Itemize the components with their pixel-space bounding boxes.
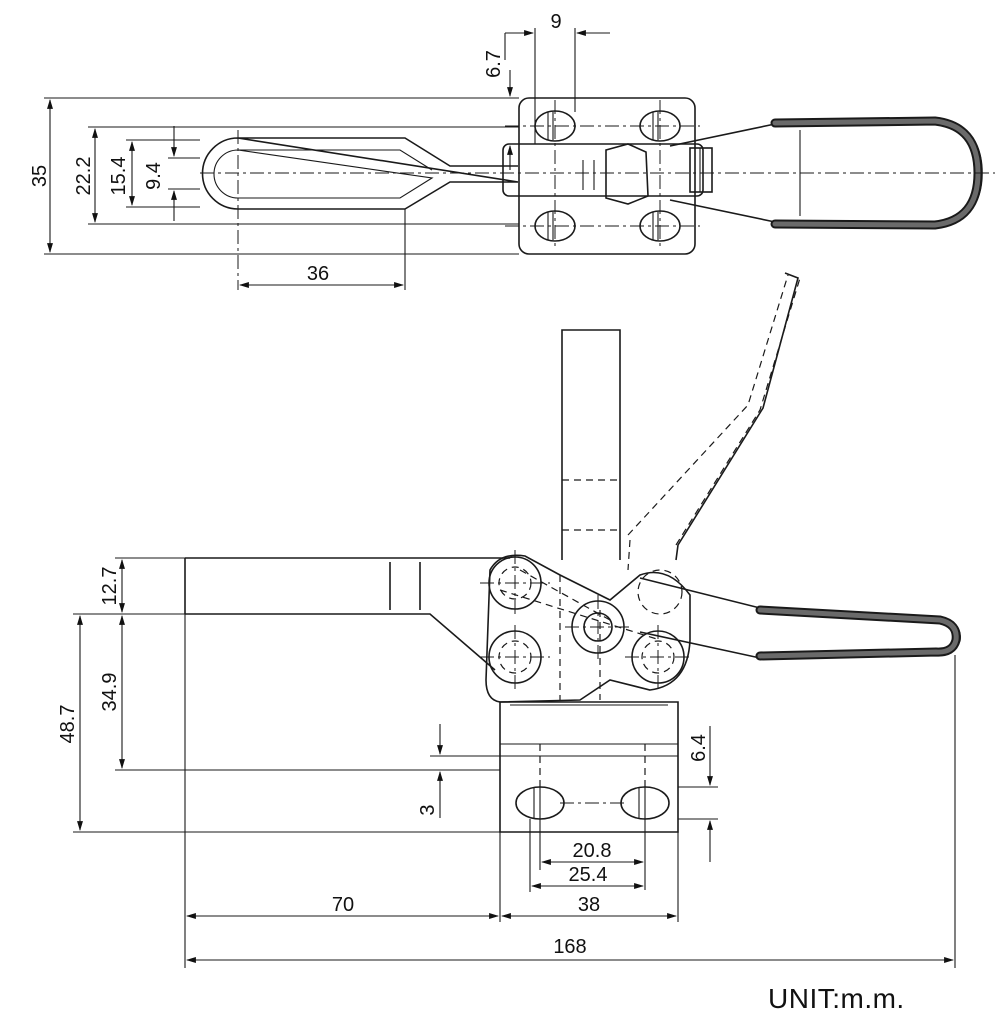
dim-48-7: 48.7 xyxy=(57,705,79,744)
side-pivots xyxy=(480,550,692,690)
top-pivot-body xyxy=(502,143,704,197)
top-dimension-lines xyxy=(44,28,610,290)
top-view: 35 22.2 15.4 9.4 36 9 6.7 xyxy=(29,11,995,290)
dim-168: 168 xyxy=(553,936,586,958)
dim-22-2: 22.2 xyxy=(73,157,95,196)
dim-36: 36 xyxy=(307,263,329,285)
unit-label: UNIT:m.m. xyxy=(768,983,905,1014)
dim-20-8: 20.8 xyxy=(573,840,612,862)
side-view: 12.7 34.9 48.7 3 6.4 20.8 25.4 70 38 168 xyxy=(57,272,961,968)
dim-6-7: 6.7 xyxy=(483,50,505,78)
dim-9-4: 9.4 xyxy=(143,162,165,190)
dim-34-9: 34.9 xyxy=(99,673,121,712)
side-handle-open xyxy=(627,274,801,546)
dim-38: 38 xyxy=(578,894,600,916)
side-dimension-lines xyxy=(73,557,956,968)
dim-35: 35 xyxy=(29,165,51,187)
dim-25-4: 25.4 xyxy=(569,864,608,886)
dim-15-4: 15.4 xyxy=(108,157,130,196)
top-dimension-labels: 35 22.2 15.4 9.4 36 9 6.7 xyxy=(29,11,562,285)
top-base-plate xyxy=(518,97,696,255)
dim-70: 70 xyxy=(332,894,354,916)
top-spindle-arm xyxy=(201,137,519,210)
dim-12-7: 12.7 xyxy=(99,567,121,606)
side-spindle-open xyxy=(561,329,621,560)
dim-3: 3 xyxy=(417,804,439,815)
dim-6-4: 6.4 xyxy=(688,734,710,762)
side-clamp-arm xyxy=(185,557,510,671)
dim-9: 9 xyxy=(550,11,561,33)
side-link-body xyxy=(485,554,691,703)
side-dimension-labels: 12.7 34.9 48.7 3 6.4 20.8 25.4 70 38 168 xyxy=(57,567,710,958)
side-base-holes xyxy=(515,744,670,820)
side-base xyxy=(499,701,679,833)
top-mounting-holes xyxy=(534,110,681,242)
